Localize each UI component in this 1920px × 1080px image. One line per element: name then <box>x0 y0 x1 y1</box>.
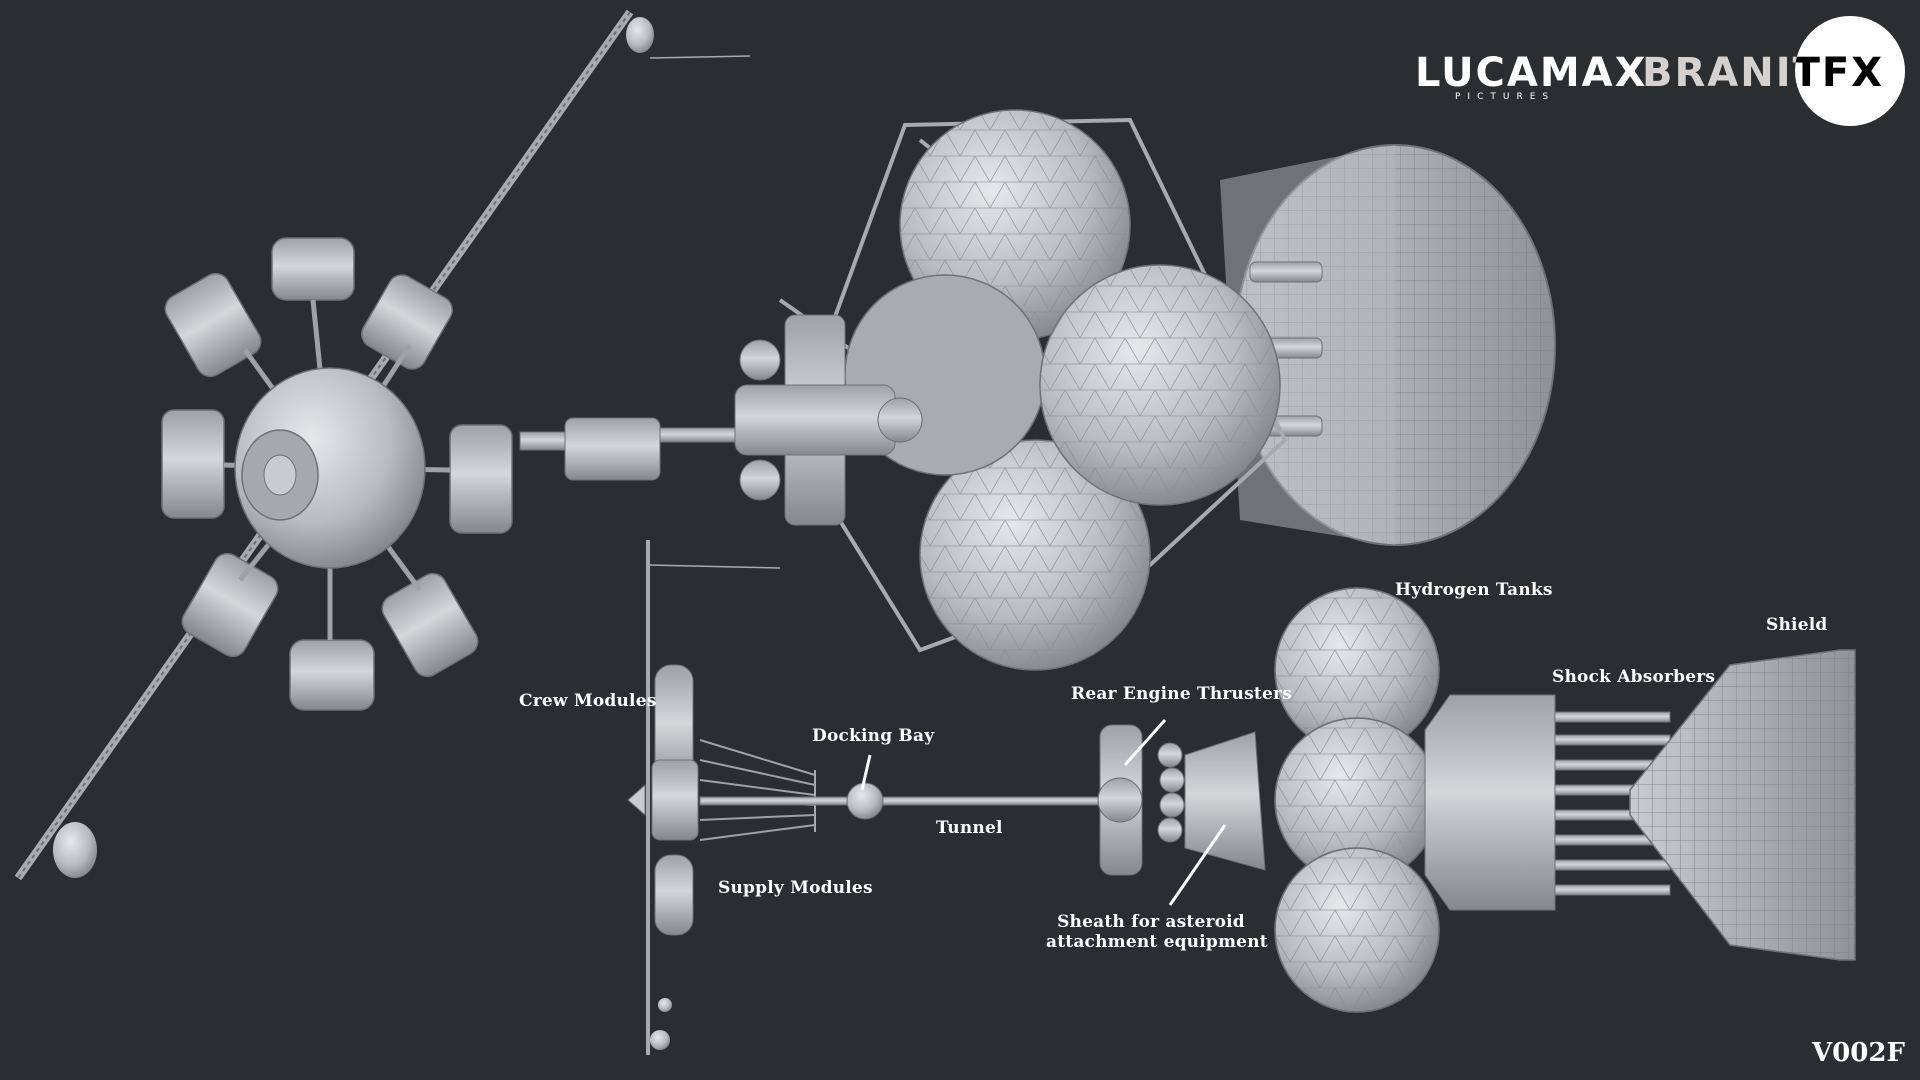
label-shield: Shield <box>1766 615 1828 635</box>
branitfx-logo: BRANITFX <box>1642 50 1885 96</box>
pointer-lines <box>860 719 1227 906</box>
label-supply-modules: Supply Modules <box>718 878 873 898</box>
ring-station <box>14 9 781 881</box>
version-tag: V002F <box>1812 1038 1905 1068</box>
label-hydrogen-tanks: Hydrogen Tanks <box>1395 580 1553 600</box>
label-sheath: Sheath for asteroid attachment equipment <box>1046 912 1268 952</box>
engine-perspective <box>734 109 1556 671</box>
label-sheath-line1: Sheath for asteroid <box>1057 912 1245 932</box>
label-docking-bay: Docking Bay <box>812 726 935 746</box>
lucamax-logo-subtitle: PICTURES <box>1455 92 1556 102</box>
antenna-dish-bottom <box>53 822 97 878</box>
label-tunnel: Tunnel <box>936 818 1003 838</box>
antenna-dish-top <box>626 17 654 53</box>
schematic-side-view <box>627 540 1856 1055</box>
label-sheath-line2: attachment equipment <box>1046 932 1268 952</box>
label-crew-modules: Crew Modules <box>519 691 657 711</box>
logo-circle <box>1795 16 1905 126</box>
docking-cylinder <box>564 417 661 481</box>
lucamax-logo: LUCAMAX <box>1415 50 1648 96</box>
label-rear-engine-thrusters: Rear Engine Thrusters <box>1071 684 1292 704</box>
docking-bay-sphere <box>846 782 884 820</box>
label-shock-absorbers: Shock Absorbers <box>1552 667 1716 687</box>
